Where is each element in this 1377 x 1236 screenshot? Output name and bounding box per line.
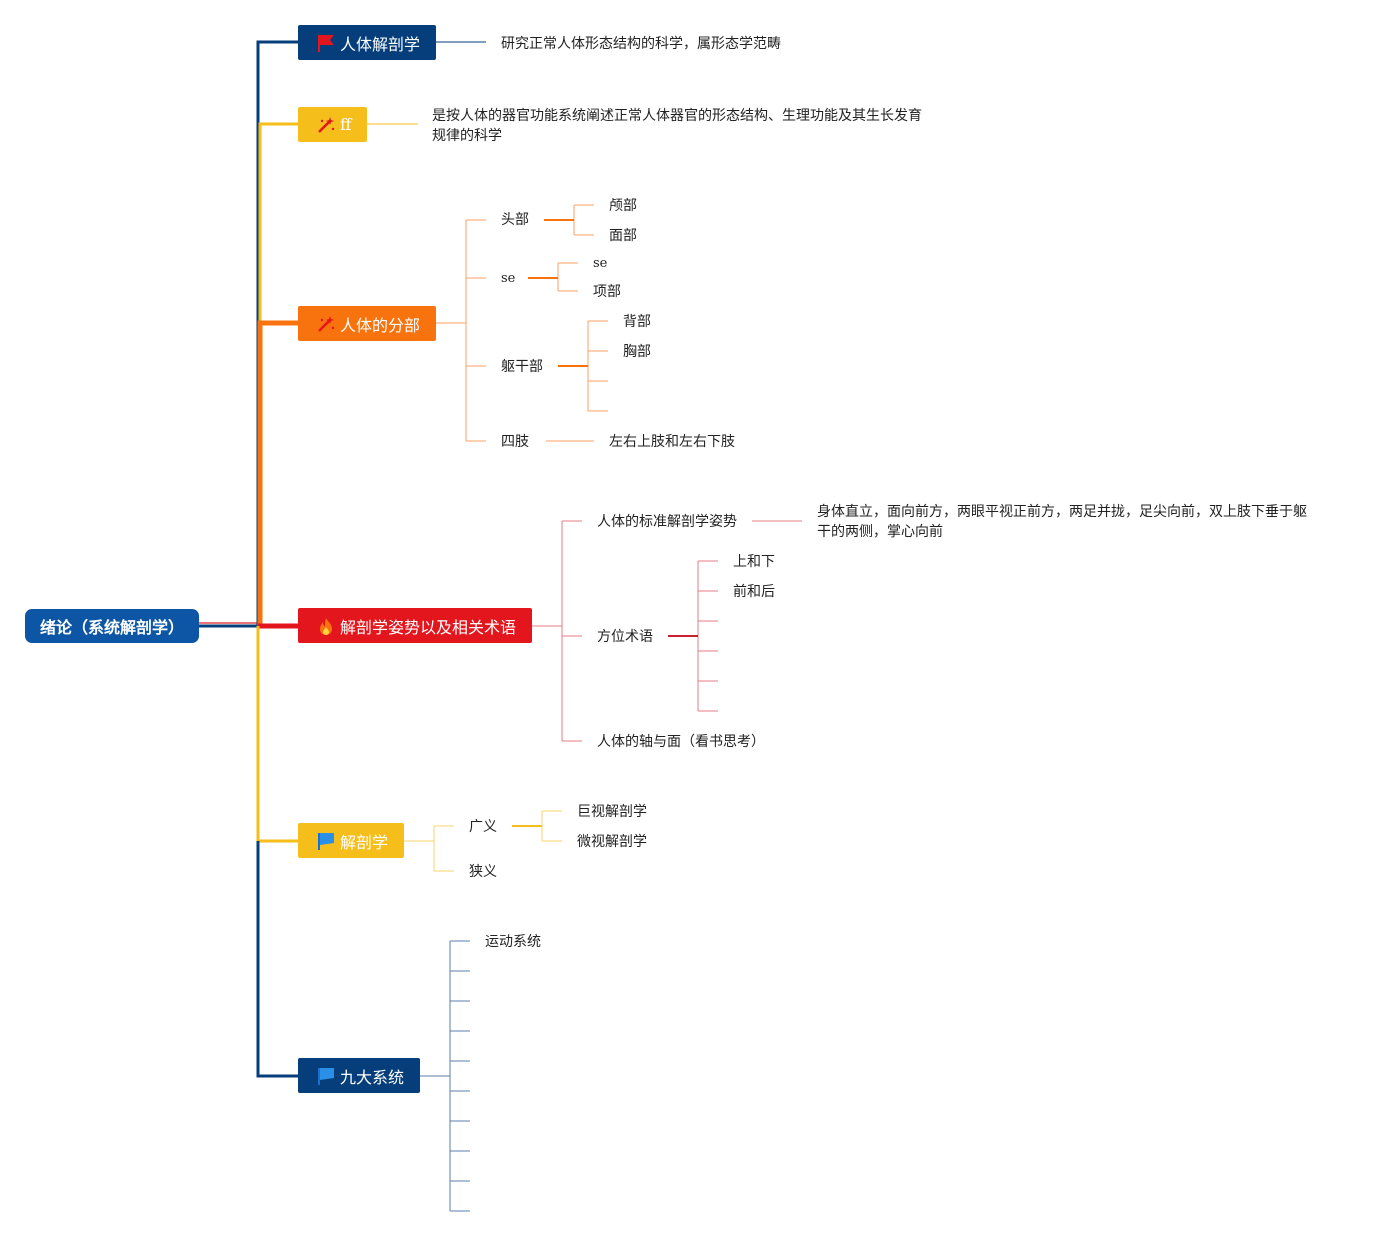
definition-text: 研究正常人体形态结构的科学，属形态学范畴 bbox=[501, 36, 781, 52]
branch-label: 人体解剖学 bbox=[340, 34, 421, 54]
leaf-back[interactable]: 背部 bbox=[623, 314, 651, 330]
subtopic-se[interactable]: se bbox=[501, 271, 516, 286]
leaf-anterior-posterior[interactable]: 前和后 bbox=[733, 584, 775, 600]
branch-label: ff bbox=[340, 115, 352, 134]
red-flag-icon bbox=[318, 34, 334, 52]
subtopic-head[interactable]: 头部 bbox=[501, 212, 529, 228]
subtopic-orientation-terms[interactable]: 方位术语 bbox=[597, 629, 653, 645]
branch-node-body-regions[interactable]: 人体的分部 bbox=[298, 306, 436, 341]
branch-label: 解剖学 bbox=[340, 832, 389, 852]
fire-icon bbox=[320, 617, 332, 635]
subtopic-axes-planes[interactable]: 人体的轴与面（看书思考） bbox=[597, 734, 765, 750]
branch-node-anatomical-position[interactable]: 解剖学姿势以及相关术语 bbox=[298, 608, 532, 643]
branch-node-nine-systems[interactable]: 九大系统 bbox=[298, 1058, 420, 1093]
branch-node-anatomy-of-human[interactable]: 人体解剖学 bbox=[298, 25, 436, 60]
leaf-microscopic-anatomy[interactable]: 微视解剖学 bbox=[577, 834, 647, 850]
subtopic-trunk[interactable]: 躯干部 bbox=[501, 359, 543, 375]
blue-flag-icon bbox=[318, 1067, 334, 1085]
leaf-superior-inferior[interactable]: 上和下 bbox=[733, 554, 775, 570]
leaf-chest[interactable]: 胸部 bbox=[623, 344, 651, 360]
standard-position-description[interactable]: 身体直立，面向前方，两眼平视正前方，两足并拢，足尖向前，双上肢下垂于躯干的两侧，… bbox=[817, 504, 1307, 540]
magic-wand-icon bbox=[318, 315, 335, 332]
branch-label: 九大系统 bbox=[340, 1067, 405, 1087]
leaf-gross-anatomy[interactable]: 巨视解剖学 bbox=[577, 804, 647, 820]
blue-flag-icon bbox=[318, 832, 334, 850]
leaf-facial[interactable]: 面部 bbox=[609, 228, 637, 244]
magic-wand-icon bbox=[318, 116, 335, 133]
branch-node-ff[interactable]: ff bbox=[298, 107, 367, 142]
subtopic-standard-position[interactable]: 人体的标准解剖学姿势 bbox=[597, 514, 737, 530]
subtopic-limbs[interactable]: 四肢 bbox=[501, 434, 529, 450]
branch-label: 人体的分部 bbox=[340, 315, 421, 335]
branch-label: 解剖学姿势以及相关术语 bbox=[340, 617, 517, 637]
leaf-limbs-detail[interactable]: 左右上肢和左右下肢 bbox=[609, 434, 735, 450]
root-node[interactable]: 绪论（系统解剖学） bbox=[25, 609, 199, 643]
leaf-se[interactable]: se bbox=[593, 256, 608, 271]
subtopic-narrow-sense[interactable]: 狭义 bbox=[469, 864, 497, 880]
leaf-cranial[interactable]: 颅部 bbox=[609, 198, 637, 214]
subtopic-broad-sense[interactable]: 广义 bbox=[469, 819, 497, 835]
branch-node-anatomy[interactable]: 解剖学 bbox=[298, 823, 404, 858]
leaf-locomotor-system[interactable]: 运动系统 bbox=[485, 934, 541, 950]
root-label: 绪论（系统解剖学） bbox=[39, 618, 184, 637]
leaf-nape[interactable]: 项部 bbox=[593, 284, 621, 300]
definition-text: 是按人体的器官功能系统阐述正常人体器官的形态结构、生理功能及其生长发育规律的科学 bbox=[432, 108, 922, 144]
